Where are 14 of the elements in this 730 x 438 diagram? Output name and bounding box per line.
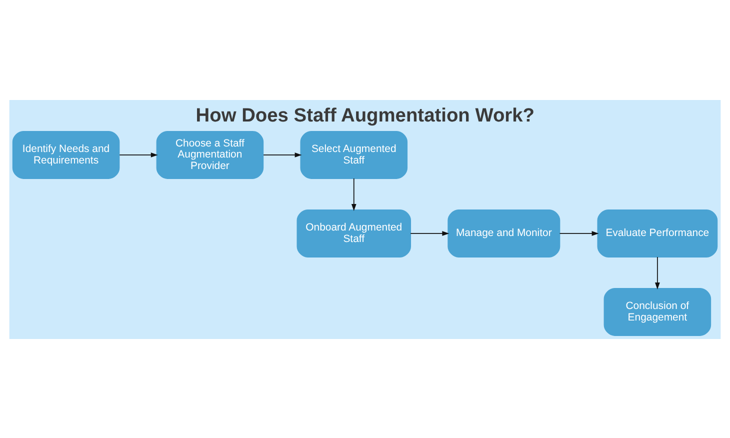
arrow: [119, 152, 158, 157]
diagram-title: How Does Staff Augmentation Work?: [196, 104, 534, 126]
arrow: [410, 230, 450, 236]
node-box: Onboard Augmented Staff: [296, 208, 411, 257]
node-box: Choose a Staff Augmentation Provider: [156, 130, 264, 178]
arrow: [654, 256, 660, 289]
node-box: Identify Needs and Requirements: [12, 130, 120, 178]
arrow: [351, 178, 356, 210]
arrow: [263, 152, 302, 157]
node-box: Evaluate Performance: [597, 208, 718, 257]
node-box: Manage and Monitor: [448, 208, 560, 257]
node-box: Select Augmented Staff: [300, 130, 408, 178]
node-box: Conclusion of Engagement: [604, 287, 712, 336]
arrow: [559, 230, 599, 236]
